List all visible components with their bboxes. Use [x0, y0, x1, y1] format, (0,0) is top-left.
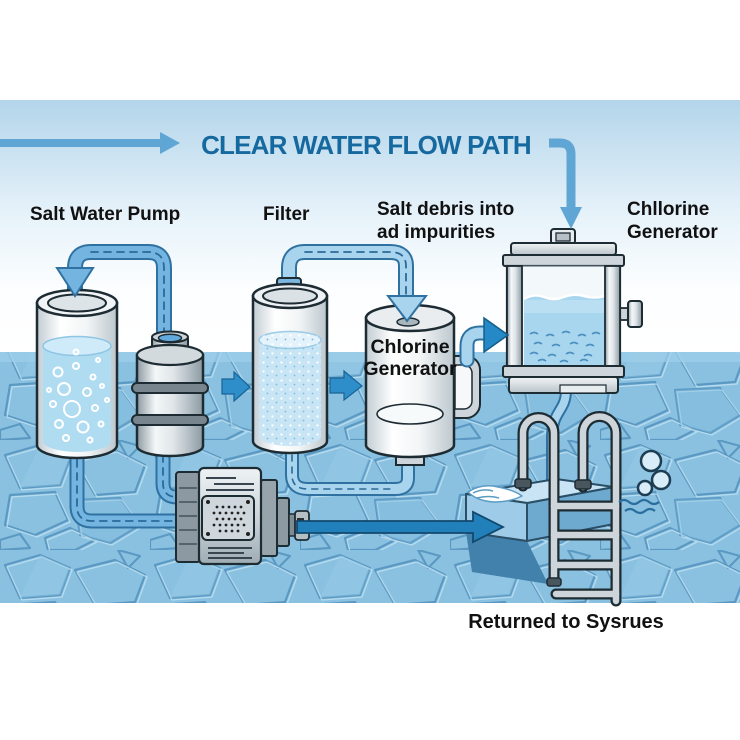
pipe-tank-to-motor	[69, 442, 198, 529]
label-chlorine-generator-mid-line2: Generator	[363, 357, 457, 380]
pool-bubbles	[618, 449, 672, 515]
pipe-into-large-tank	[459, 316, 510, 368]
arrow-pump-to-filter	[221, 370, 251, 403]
pipe-filter-to-generator-bottom	[285, 441, 415, 496]
chlorine-generator-large	[502, 228, 643, 394]
diagram-title: CLEAR WATER FLOW PATH	[201, 130, 532, 160]
return-line-arrow	[296, 510, 506, 544]
label-chlorine-generator-right-line2: Generator	[627, 221, 718, 243]
tank-bubbles	[46, 348, 110, 444]
label-chlorine-generator-right-line1: Chllorine	[627, 199, 710, 220]
pipe-pump-to-tank	[67, 244, 172, 358]
label-salt-debris-line1: Salt debris into	[377, 199, 515, 220]
label-chlorine-generator-mid: Chlorine Generator	[355, 336, 465, 380]
filter-tank	[251, 277, 329, 455]
salt-water-pump-unit	[131, 330, 209, 458]
label-salt-debris-line2: ad impurities	[377, 221, 496, 243]
pipe-filter-to-generator-top	[281, 244, 414, 306]
label-salt-debris: Salt debris into ad impurities	[377, 199, 514, 244]
salt-water-tank	[35, 288, 119, 460]
label-returned-to-system: Returned to Sysrues	[468, 611, 664, 633]
label-salt-water-pump: Salt Water Pump	[30, 204, 181, 225]
arrow-filter-to-generator	[329, 369, 363, 402]
chlorine-generator-small	[364, 303, 481, 466]
label-filter: Filter	[263, 204, 310, 225]
pool-ladder	[514, 411, 622, 607]
arrow-into-tank	[55, 267, 95, 298]
title-arrow-left	[0, 132, 180, 154]
label-chlorine-generator-mid-line1: Chlorine	[370, 336, 450, 358]
water-waves	[529, 330, 601, 363]
title-arrow-right	[549, 138, 582, 229]
label-chlorine-generator-right: Chllorine Generator	[627, 199, 718, 244]
arrow-into-generator	[385, 295, 429, 323]
